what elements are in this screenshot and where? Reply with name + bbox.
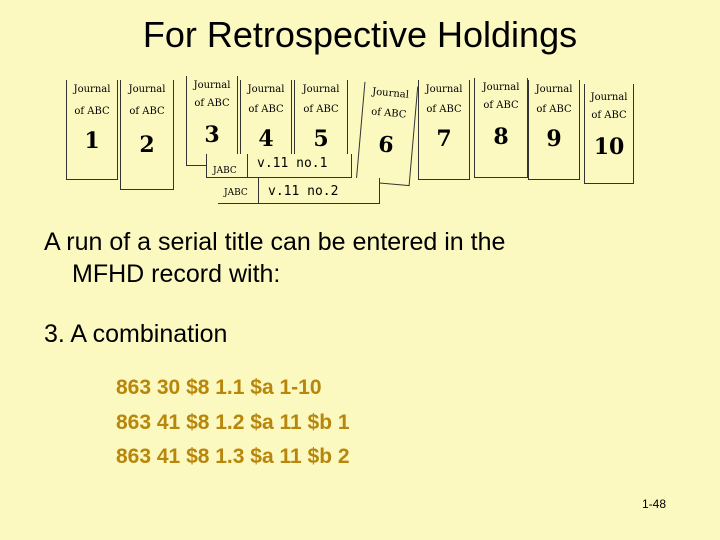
volume-number: 10 [593,134,625,160]
volume-journal-label: Journal [425,84,463,95]
volume-journal-label: Journal [73,84,111,95]
code-line-2: 863 41 $8 1.2 $a 11 $b 1 [116,411,350,434]
volume-number: 3 [204,122,220,148]
journal-volume-5: Journal of ABC 5 [294,80,348,166]
volume-number: 8 [493,124,509,150]
issue-divider [247,154,248,177]
volume-subtitle: of ABC [74,106,110,117]
volume-number: 9 [546,126,562,152]
journal-volume-1: Journal of ABC 1 [66,80,118,180]
volume-journal-label: Journal [128,84,166,95]
journal-volume-6: Journal of ABC 6 [355,81,419,187]
issue-abbr: JABC [213,166,237,176]
volume-subtitle: of ABC [591,110,627,121]
issue-abbr: JABC [224,188,248,198]
volume-journal-label: Journal [535,84,573,95]
code-line-3: 863 41 $8 1.3 $a 11 $b 2 [116,445,350,468]
issue-strip-1: JABC v.11 no.1 [206,154,352,178]
issue-divider [258,178,259,203]
page-number: 1-48 [642,497,667,511]
volume-subtitle: of ABC [426,104,462,115]
journal-volume-9: Journal of ABC 9 [528,80,580,180]
journal-volume-10: Journal of ABC 10 [584,84,634,184]
issue-label: v.11 no.2 [268,184,339,199]
volume-journal-label: Journal [193,80,231,91]
volume-subtitle: of ABC [483,100,519,111]
volume-journal-label: Journal [371,86,410,101]
volume-journal-label: Journal [482,82,520,93]
journal-volume-7: Journal of ABC 7 [418,80,470,180]
issue-label: v.11 no.1 [257,156,328,171]
volume-number: 5 [313,126,329,152]
volume-subtitle: of ABC [370,106,407,121]
journal-volume-8: Journal of ABC 8 [474,78,528,178]
journal-volume-4: Journal of ABC 4 [240,80,292,166]
volume-journal-label: Journal [590,92,628,103]
slide-title: For Retrospective Holdings [142,14,578,55]
point-heading: 3. A combination [44,320,228,348]
volume-subtitle: of ABC [248,104,284,115]
volume-number: 4 [258,126,274,152]
volume-journal-label: Journal [247,84,285,95]
body-line-2: MFHD record with: [72,260,281,288]
volume-subtitle: of ABC [129,106,165,117]
journal-volume-3: Journal of ABC 3 [186,76,238,166]
body-line-1: A run of a serial title can be entered i… [44,228,506,256]
volume-subtitle: of ABC [536,104,572,115]
code-line-1: 863 30 $8 1.1 $a 1-10 [116,376,322,399]
volume-subtitle: of ABC [303,104,339,115]
volume-number: 6 [377,131,395,159]
journal-volume-2: Journal of ABC 2 [120,80,174,190]
volume-journal-label: Journal [302,84,340,95]
body-text: A run of a serial title can be entered i… [44,226,664,290]
volume-subtitle: of ABC [194,98,230,109]
volume-number: 7 [436,126,452,152]
volume-number: 2 [139,132,155,158]
issue-strip-2: JABC v.11 no.2 [218,178,380,204]
volume-number: 1 [84,128,100,154]
